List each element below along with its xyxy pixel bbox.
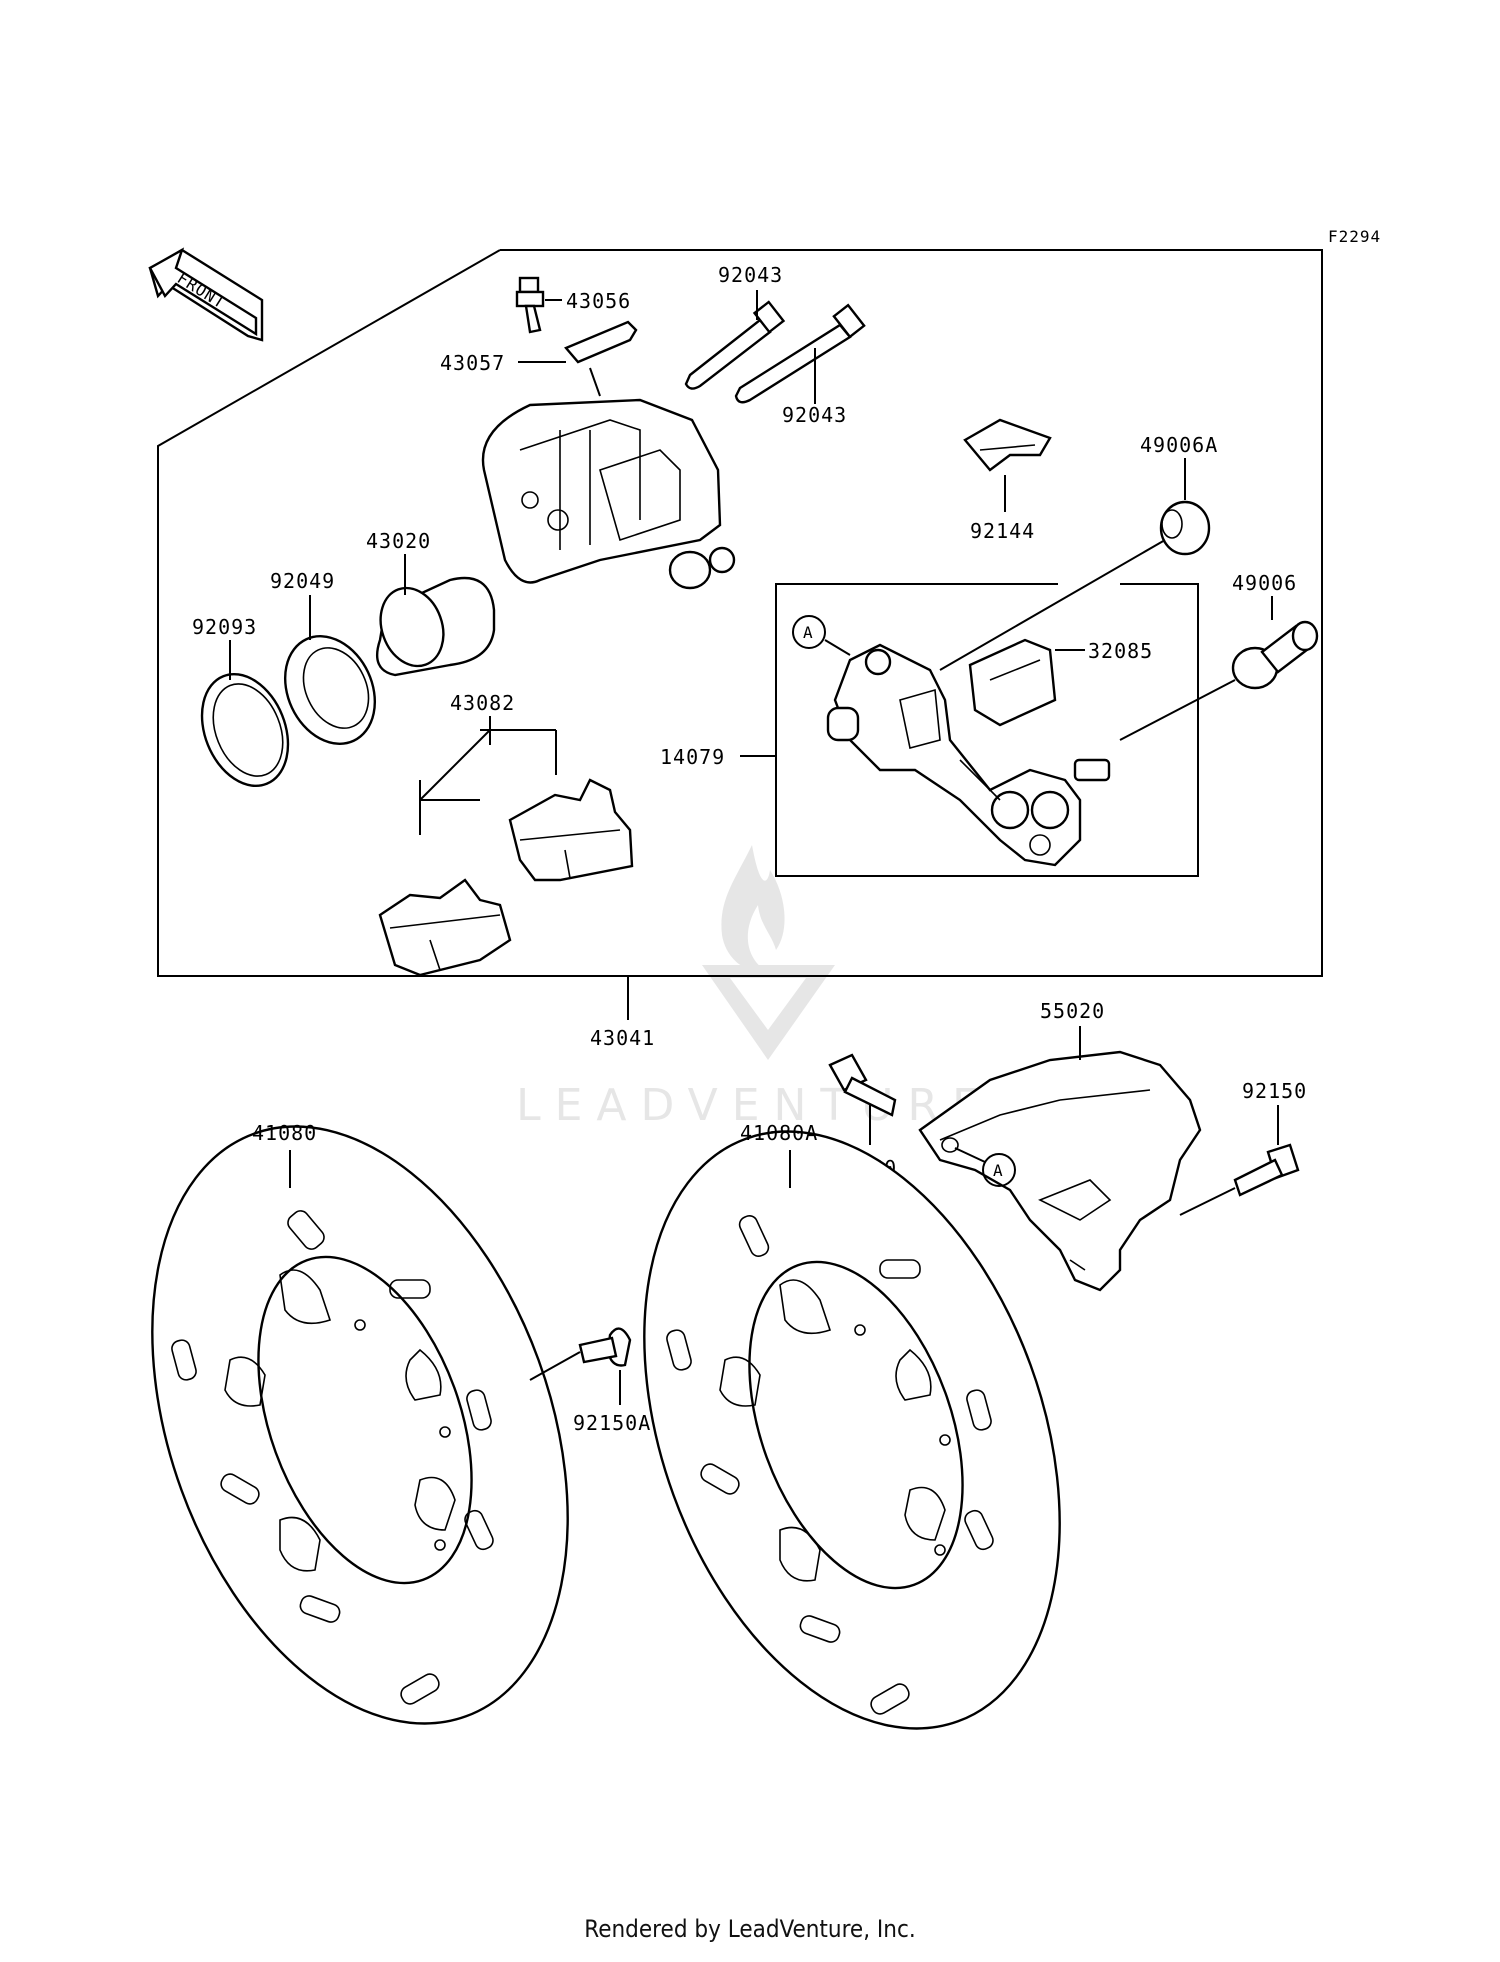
label-14079: 14079 <box>660 745 725 769</box>
label-92049: 92049 <box>270 569 335 593</box>
caliper-piston <box>375 576 496 677</box>
pad-spring <box>963 418 1052 472</box>
caliper-body <box>481 398 736 590</box>
piston-seal <box>283 635 377 745</box>
front-arrow-icon: FRONT <box>148 247 264 342</box>
label-43082: 43082 <box>450 691 515 715</box>
watermark-logo: LEADVENTURE <box>516 845 994 1131</box>
brake-disc-41080 <box>151 1125 569 1725</box>
label-41080: 41080 <box>252 1121 317 1145</box>
callout-a-upper-text: A <box>803 623 814 642</box>
caliper-pin-a <box>684 300 786 390</box>
holder-bolt-right <box>1233 1143 1300 1197</box>
label-49006: 49006 <box>1232 571 1297 595</box>
pad-shim <box>968 638 1057 727</box>
label-92144: 92144 <box>970 519 1035 543</box>
label-49006A: 49006A <box>1140 433 1218 457</box>
caliper-pin-b <box>734 303 866 404</box>
bleeder-valve <box>515 276 545 334</box>
label-92150A: 92150A <box>573 1411 651 1435</box>
dust-seal <box>200 672 290 788</box>
brake-pad-set <box>378 778 634 977</box>
label-32085: 32085 <box>1088 639 1153 663</box>
label-43057: 43057 <box>440 351 505 375</box>
bleeder-cap <box>564 320 638 364</box>
watermark-text: LEADVENTURE <box>516 1080 994 1131</box>
label-92043-bottom: 92043 <box>782 403 847 427</box>
callout-a-upper <box>792 615 826 649</box>
holder-bolt-left <box>828 1053 897 1117</box>
bracket-box <box>775 583 1199 877</box>
label-55020: 55020 <box>1040 999 1105 1023</box>
assembly-box <box>157 249 1323 977</box>
label-92043-top: 92043 <box>718 263 783 287</box>
label-41080A: 41080A <box>740 1121 818 1145</box>
label-43020: 43020 <box>366 529 431 553</box>
caliper-holder <box>918 1050 1202 1292</box>
boot-rubber <box>1159 500 1211 556</box>
label-43041: 43041 <box>590 1026 655 1050</box>
caliper-bracket <box>826 643 1111 867</box>
label-92093: 92093 <box>192 615 257 639</box>
disc-bolt <box>578 1327 632 1367</box>
label-43056: 43056 <box>566 289 631 313</box>
footer-credit: Rendered by LeadVenture, Inc. <box>584 1915 916 1943</box>
label-92150-right: 92150 <box>1242 1079 1307 1103</box>
callout-a-lower-text: A <box>993 1161 1004 1180</box>
callout-a-lower <box>982 1153 1016 1187</box>
boot-bolt <box>1231 620 1319 690</box>
brake-disc-41080A <box>643 1130 1061 1730</box>
figure-code: F2294 <box>1328 227 1381 246</box>
